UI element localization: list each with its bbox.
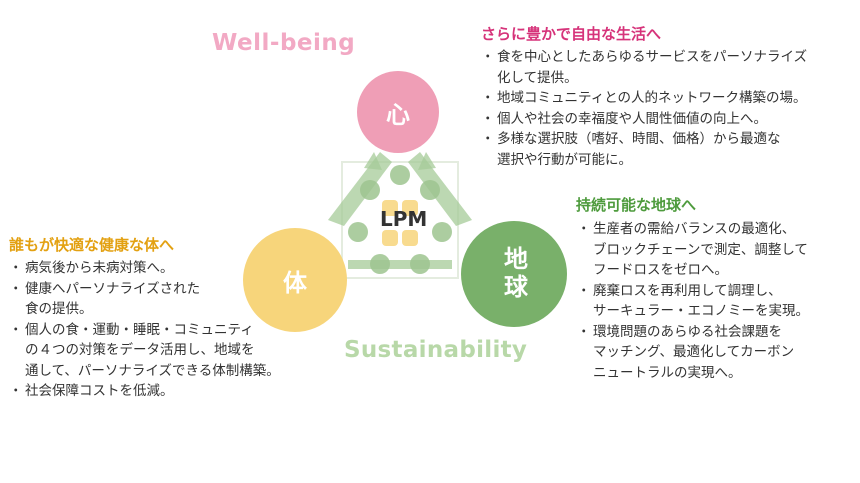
heart-list: 食を中心としたあらゆるサービスをパーソナライズ 化して提供。 地域コミュニティと…	[481, 47, 807, 170]
list-item: 食を中心としたあらゆるサービスをパーソナライズ 化して提供。	[481, 47, 807, 88]
list-item: 個人や社会の幸福度や人間性価値の向上へ。	[481, 109, 807, 130]
list-item: 病気後から未病対策へ。	[9, 258, 280, 279]
earth-heading: 持続可能な地球へ	[576, 196, 697, 214]
earth-circle: 地球	[461, 221, 567, 327]
arrow-left	[328, 152, 392, 226]
arrowhead-left	[364, 152, 382, 170]
list-item: 廃棄ロスを再利用して調理し、 サーキュラー・エコノミーを実現。	[577, 281, 809, 322]
lpm-label: LPM	[380, 207, 428, 231]
earth-label: 地球	[499, 246, 528, 302]
list-item: 生産者の需給バランスの最適化、 ブロックチェーンで測定、調整して フードロスをゼ…	[577, 219, 809, 281]
body-list: 病気後から未病対策へ。 健康へパーソナライズされた 食の提供。 個人の食・運動・…	[9, 258, 280, 402]
heart-label: 心	[386, 100, 410, 129]
arrow-right	[408, 152, 472, 226]
body-heading: 誰もが快適な健康な体へ	[9, 236, 175, 254]
arrowhead-right	[418, 152, 436, 170]
list-item: 多様な選択肢（嗜好、時間、価格）から最適な 選択や行動が可能に。	[481, 129, 807, 170]
wellbeing-title: Well-being	[212, 30, 356, 56]
heart-heading: さらに豊かで自由な生活へ	[481, 25, 662, 43]
list-item: 環境問題のあらゆる社会課題を マッチング、最適化してカーボン ニュートラルの実現…	[577, 322, 809, 384]
sustainability-title: Sustainability	[344, 337, 528, 363]
body-label: 体	[283, 268, 307, 297]
list-item: 個人の食・運動・睡眠・コミュニティ の４つの対策をデータ活用し、地域を 通して、…	[9, 320, 280, 382]
heart-circle: 心	[357, 71, 439, 153]
list-item: 健康へパーソナライズされた 食の提供。	[9, 279, 280, 320]
lpm-diagram	[328, 152, 472, 279]
list-item: 地域コミュニティとの人的ネットワーク構築の場。	[481, 88, 807, 109]
arrow-bottom	[348, 260, 452, 269]
earth-list: 生産者の需給バランスの最適化、 ブロックチェーンで測定、調整して フードロスをゼ…	[577, 219, 809, 383]
list-item: 社会保障コストを低減。	[9, 381, 280, 402]
